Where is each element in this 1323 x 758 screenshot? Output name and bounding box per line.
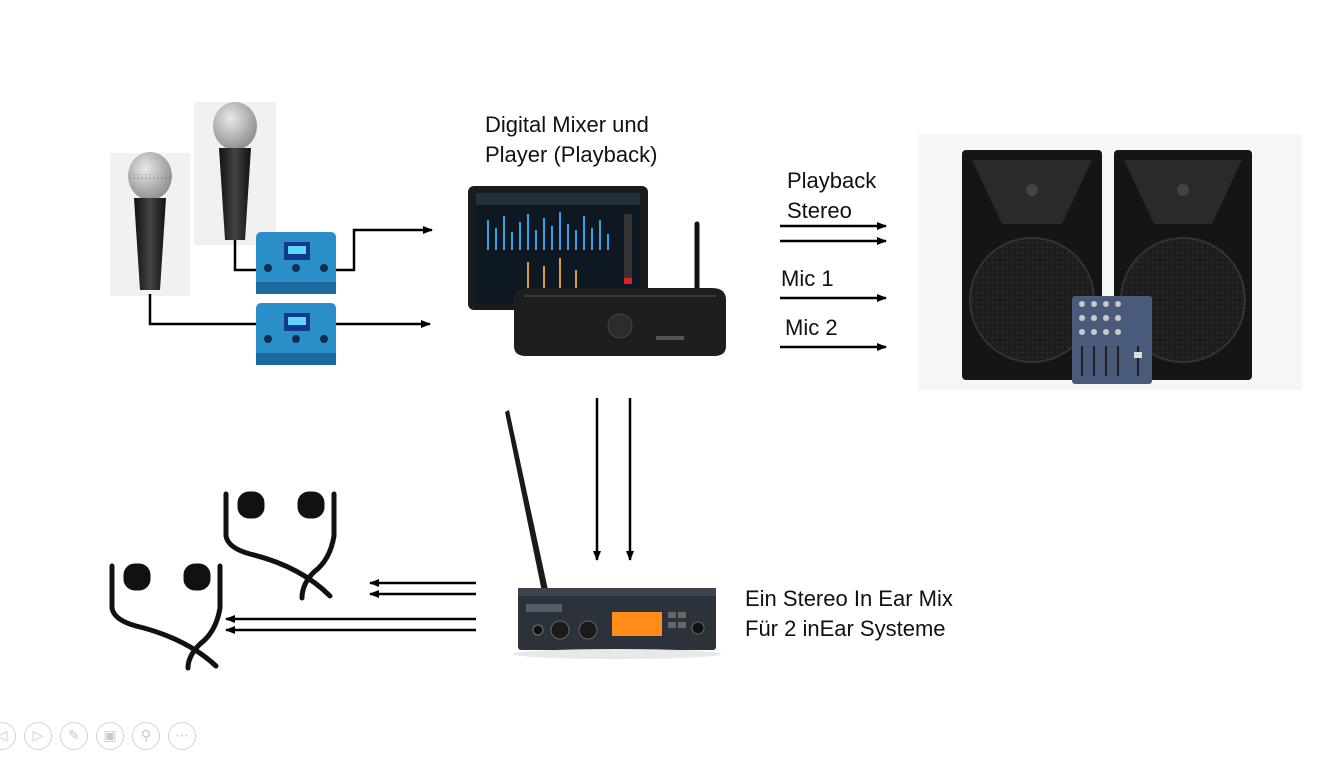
pen-icon[interactable]: ✎ xyxy=(60,722,88,750)
mic2-label: Mic 2 xyxy=(785,315,838,340)
mixer-title-line1: Digital Mixer und xyxy=(485,112,649,137)
mic-1-cable xyxy=(148,294,258,326)
slides-icon[interactable]: ▣ xyxy=(96,722,124,750)
microphone-2-icon xyxy=(194,102,276,245)
playback-label-line1: Playback xyxy=(787,168,877,193)
vocal-effect-pedal-bottom-icon xyxy=(256,303,336,365)
mixer-stagebox-icon xyxy=(514,221,726,356)
microphone-1-icon xyxy=(110,152,190,296)
next-icon[interactable]: ▷ xyxy=(24,722,52,750)
more-icon[interactable]: ⋯ xyxy=(168,722,196,750)
pedal-top-arrow xyxy=(336,226,433,272)
earphones-2-icon xyxy=(223,491,337,601)
mic-2-cable xyxy=(233,240,258,272)
mixer-title-line2: Player (Playback) xyxy=(485,142,658,167)
tablet-mixer-app-icon xyxy=(468,186,648,310)
mic1-label: Mic 1 xyxy=(781,266,834,291)
slideshow-toolbar: ◁ ▷ ✎ ▣ ⚲ ⋯ xyxy=(0,722,196,756)
vocal-effect-pedal-top-icon xyxy=(256,232,336,294)
zoom-icon[interactable]: ⚲ xyxy=(132,722,160,750)
earphones-1-icon xyxy=(109,563,223,671)
inear-transmitter-icon xyxy=(505,410,721,659)
inear-label-line1: Ein Stereo In Ear Mix xyxy=(745,586,953,611)
playback-label-line2: Stereo xyxy=(787,198,852,223)
inear-label-line2: Für 2 inEar Systeme xyxy=(745,616,946,641)
pa-speakers-icon xyxy=(918,134,1302,390)
prev-icon[interactable]: ◁ xyxy=(0,722,16,750)
